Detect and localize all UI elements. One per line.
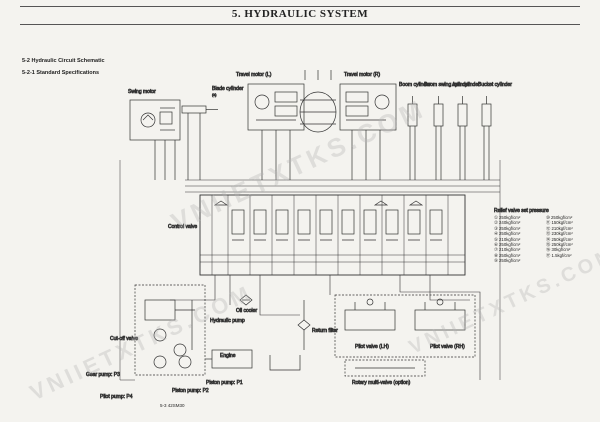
swing-motor <box>129 99 181 180</box>
return-filter <box>297 300 311 350</box>
hydraulic-pump-label: Hydraulic pump <box>210 318 245 324</box>
control-valve-bank <box>199 194 466 276</box>
travel-motor-left <box>247 83 305 180</box>
blade-cylinder-note: (a) <box>212 93 216 97</box>
arm-cylinder-label: Arm cylinder <box>452 82 480 88</box>
relief-setting: ⑨ 250kgf/cm² <box>494 258 521 264</box>
blade-cylinder <box>181 105 218 180</box>
travel-motor-right <box>339 83 397 180</box>
relief-setting: ⑬ 230kgf/cm² <box>546 231 573 237</box>
relief-setting: ⑩ 250kgf/cm² <box>546 215 573 220</box>
rotary-multi-valve-label: Rotary multi-valve (option) <box>352 380 411 386</box>
header-rule-bottom <box>20 24 580 25</box>
piston-pump-p1-label: Piston pump: P1 <box>206 380 243 386</box>
boom-cylinder <box>407 96 418 180</box>
cutoff-valve-label: Cut-off valve <box>110 336 138 342</box>
relief-setting: ⑧ 250kgf/cm² <box>494 252 521 258</box>
relief-setting: ⑫ 210kgf/cm² <box>546 225 573 231</box>
relief-setting: ⑦ 210kgf/cm² <box>494 247 521 253</box>
travel-motor-right-label: Travel motor (R) <box>344 72 381 78</box>
header-rule-top <box>20 6 580 7</box>
pump-group <box>134 284 206 376</box>
frame-lines <box>119 160 501 381</box>
boom-swing-cylinder <box>433 96 444 180</box>
section-heading-schematic: 5-2 Hydraulic Circuit Schematic <box>22 58 105 64</box>
swing-motor-label: Swing motor <box>128 89 156 95</box>
chapter-title: 5. HYDRAULIC SYSTEM <box>231 8 369 20</box>
tank <box>269 355 301 371</box>
page-footer: 5-3 42SM30 <box>160 403 185 408</box>
boom-cylinder-label: Boom cylinder <box>399 82 431 88</box>
pilot-valves-box <box>334 294 476 358</box>
relief-setting: ④ 250kgf/cm² <box>494 231 521 237</box>
relief-setting: ① 250kgf/cm² <box>494 215 521 220</box>
bucket-cylinder <box>481 96 492 180</box>
relief-setting: ③ 250kgf/cm² <box>494 225 521 231</box>
trunk-lines <box>185 179 500 193</box>
pilot-pump-label: Pilot pump: P4 <box>100 394 133 400</box>
pilot-valve-lh-label: Pilot valve (LH) <box>355 344 389 350</box>
blade-cylinder-label: Blade cylinder <box>212 86 244 92</box>
relief-settings-list: ① 250kgf/cm² ② 240kgf/cm² ③ 250kgf/cm² ④… <box>494 215 594 264</box>
oil-cooler <box>239 294 253 306</box>
relief-setting: ⑮ 250kgf/cm² <box>546 242 573 248</box>
engine <box>205 349 253 369</box>
relief-setting: ⑰ 1.5kgf/cm² <box>546 252 572 258</box>
return-filter-label: Return filter <box>312 328 338 334</box>
section-heading-specs: 5-2-1 Standard Specifications <box>22 70 100 76</box>
rotary-multi-valve <box>344 359 426 377</box>
boom-swing-cylinder-label: Boom swing cylinder <box>424 82 470 88</box>
piston-pump-p2-label: Piston pump: P2 <box>172 388 209 394</box>
relief-setting: ⑪ 150kgf/cm² <box>546 220 573 226</box>
arm-cylinder <box>457 96 468 180</box>
relief-setting: ⑯ 30kgf/cm² <box>546 247 571 253</box>
relief-setting: ⑭ 250kgf/cm² <box>546 236 573 242</box>
travel-motor-left-label: Travel motor (L) <box>236 72 272 78</box>
bucket-cylinder-label: Bucket cylinder <box>478 82 512 88</box>
control-valve-label: Control valve <box>168 224 197 230</box>
relief-setting: ② 240kgf/cm² <box>494 220 521 226</box>
pressure-lines <box>170 275 481 380</box>
relief-table-title: Relief valve set pressure <box>494 208 549 214</box>
engine-label: Engine <box>220 353 236 359</box>
relief-setting: ⑤ 210kgf/cm² <box>494 236 521 242</box>
oil-cooler-label: Oil cooler <box>236 308 257 314</box>
gear-pump-label: Gear pump: P3 <box>86 372 120 378</box>
swivel-joint <box>299 70 337 133</box>
relief-setting: ⑥ 250kgf/cm² <box>494 242 521 248</box>
pilot-valve-rh-label: Pilot valve (RH) <box>430 344 465 350</box>
